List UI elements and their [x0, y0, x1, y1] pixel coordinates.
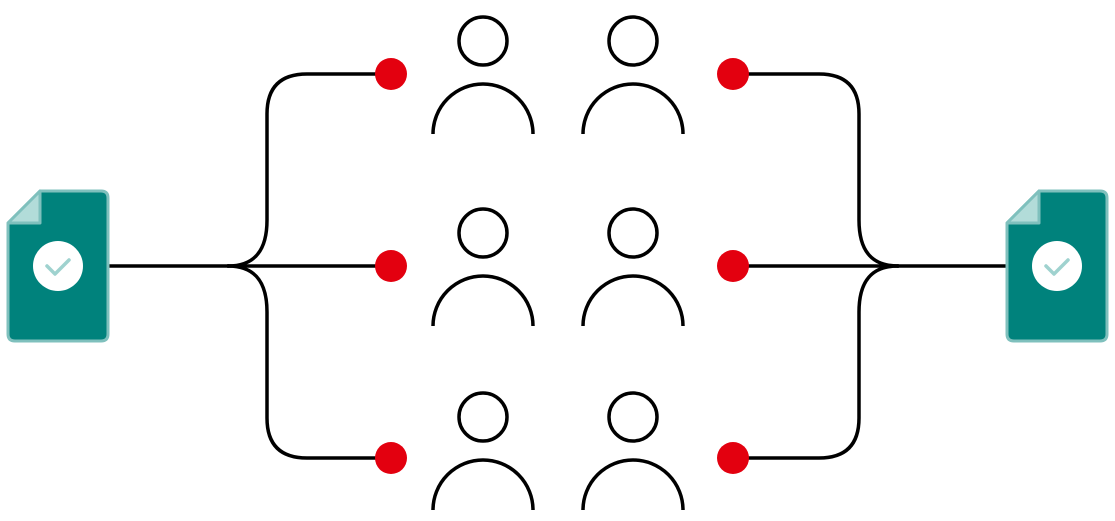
person-grid: [431, 15, 685, 511]
red-dots: [375, 58, 749, 474]
left-branch-connector: [106, 72, 393, 460]
person-icon: [581, 391, 685, 511]
document-check-icon: [1005, 189, 1109, 343]
person-icon: [581, 207, 685, 327]
person-icon: [431, 15, 535, 135]
right-branch-top: [731, 72, 900, 268]
person-icon: [581, 15, 685, 135]
person-icon: [431, 391, 535, 511]
right-dot-bottom: [717, 442, 749, 474]
left-branch-top: [226, 72, 393, 268]
right-dot-top: [717, 58, 749, 90]
left-dot-middle: [375, 250, 407, 282]
right-dot-middle: [717, 250, 749, 282]
right-branch-connector: [731, 72, 1009, 460]
left-dot-bottom: [375, 442, 407, 474]
left-dot-top: [375, 58, 407, 90]
person-icon: [431, 207, 535, 327]
document-check-icon: [6, 189, 110, 343]
left-branch-bottom: [226, 264, 393, 460]
right-branch-bottom: [731, 264, 900, 460]
